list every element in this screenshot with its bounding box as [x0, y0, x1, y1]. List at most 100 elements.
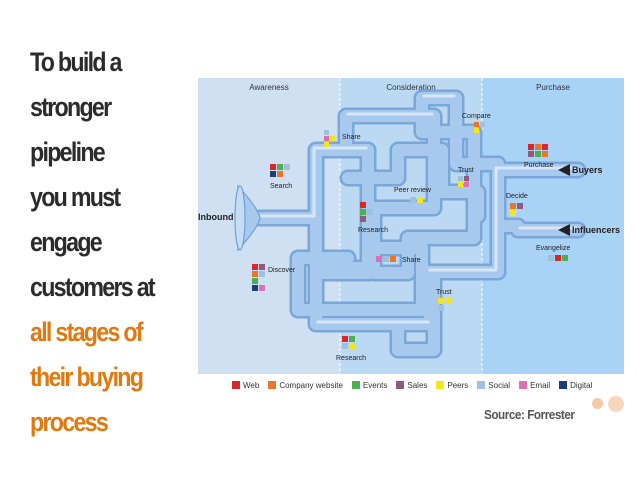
channel-swatch — [252, 285, 258, 291]
stage-label-consideration: Consideration — [386, 83, 435, 92]
touchpoint-label: Research — [336, 355, 366, 362]
legend-swatch — [519, 381, 528, 389]
legend-label: Events — [362, 380, 388, 390]
channel-swatch — [528, 151, 534, 157]
touchpoint-share-top: Share — [324, 130, 361, 147]
channel-swatch — [464, 176, 469, 181]
channel-swatch — [324, 130, 329, 135]
touchpoint-label: Research — [358, 227, 388, 234]
exit-label-buyers: Buyers — [572, 165, 603, 175]
source-credit: Source: Forrester — [484, 407, 575, 422]
touchpoint-search: Search — [270, 164, 292, 190]
headline-line: To build a — [30, 47, 122, 77]
headline-line: customers at — [30, 272, 156, 302]
channel-swatch — [510, 210, 516, 216]
legend-swatch — [268, 381, 277, 389]
channel-swatch — [252, 271, 258, 277]
headline: To build a stronger pipeline you must en… — [30, 40, 176, 445]
channel-swatch — [542, 151, 548, 157]
headline-line: engage — [30, 227, 103, 257]
channel-swatch — [277, 164, 283, 170]
channel-swatch — [548, 255, 554, 261]
legend-label: Company website — [279, 380, 343, 390]
legend-swatch — [436, 381, 445, 389]
touchpoint-research-bottom: Research — [336, 336, 366, 362]
legend-entry: Events — [351, 380, 388, 390]
touchpoint-label: Decide — [506, 193, 528, 200]
channel-swatch — [390, 256, 396, 262]
legend-label: Web — [243, 380, 260, 390]
legend-label: Social — [488, 380, 511, 390]
customer-journey-diagram: Awareness Consideration Purchase Inbound… — [198, 78, 624, 374]
channel-swatch — [410, 197, 416, 203]
channel-swatch — [367, 209, 373, 215]
entry-label-inbound: Inbound — [198, 212, 234, 222]
touchpoint-label: Discover — [268, 267, 296, 274]
channel-swatch — [417, 197, 423, 203]
touchpoint-label: Trust — [436, 289, 452, 296]
touchpoint-compare: Compare — [462, 113, 491, 133]
headline-line: you must — [30, 182, 121, 212]
legend-entry: Social — [477, 381, 510, 390]
legend-label: Sales — [407, 380, 428, 390]
touchpoint-trust-upper: Trust — [458, 167, 474, 187]
channel-swatch — [458, 176, 463, 181]
channel-swatch — [342, 336, 348, 342]
channel-swatch — [324, 136, 329, 141]
channel-swatch — [259, 271, 265, 277]
legend-label: Peers — [447, 380, 469, 390]
channel-swatch — [474, 122, 479, 127]
channel-swatch — [445, 298, 451, 304]
accent-dot-decoration — [592, 398, 603, 409]
influencers-arrow-icon — [558, 224, 570, 236]
channel-swatch — [438, 305, 444, 311]
channel-swatch — [270, 164, 276, 170]
headline-line: pipeline — [30, 137, 106, 167]
channel-swatch — [528, 144, 534, 150]
channel-swatch — [474, 128, 479, 133]
channel-swatch — [510, 203, 516, 209]
touchpoint-research-mid: Research — [358, 202, 388, 234]
channel-swatch — [252, 278, 258, 284]
channel-swatch — [252, 264, 258, 270]
channel-swatch — [330, 136, 335, 141]
touchpoint-evangelize: Evangelize — [536, 245, 570, 261]
touchpoint-label: Search — [270, 183, 292, 190]
legend-swatch — [396, 381, 405, 389]
channel-swatch — [270, 171, 276, 177]
legend-swatch — [351, 381, 360, 389]
channel-swatch — [542, 144, 548, 150]
exit-label-influencers: Influencers — [572, 225, 620, 235]
channel-swatch — [458, 182, 463, 187]
legend-swatch — [477, 381, 486, 389]
touchpoint-label: Share — [342, 134, 361, 141]
channel-swatch — [324, 142, 329, 147]
channel-swatch — [383, 256, 389, 262]
channel-swatch — [376, 256, 382, 262]
stage-label-awareness: Awareness — [249, 83, 288, 92]
channel-swatch — [464, 182, 469, 187]
legend-entry: Web — [232, 381, 259, 390]
channel-swatch — [360, 209, 366, 215]
channel-swatch — [555, 255, 561, 261]
channel-swatch — [349, 336, 355, 342]
channel-swatch — [517, 203, 523, 209]
channel-swatch — [480, 122, 485, 127]
touchpoint-label: Peer review — [394, 187, 432, 194]
channel-swatch — [360, 216, 366, 222]
channel-swatch — [259, 264, 265, 270]
touchpoint-purchase: Purchase — [524, 144, 554, 169]
legend-entry: Company website — [268, 381, 343, 390]
funnel-mouth — [234, 185, 246, 251]
touchpoint-label: Compare — [462, 113, 491, 120]
legend-label: Email — [530, 380, 551, 390]
channel-swatch — [284, 164, 290, 170]
channel-swatch — [360, 202, 366, 208]
headline-accent-line: process — [30, 407, 109, 437]
pipe-highlight — [258, 94, 578, 324]
legend-entry: Email — [519, 381, 550, 390]
touchpoint-label: Evangelize — [536, 245, 570, 252]
touchpoint-label: Trust — [458, 167, 474, 174]
touchpoint-decide: Decide — [506, 193, 528, 216]
headline-accent-line: their buying — [30, 362, 144, 392]
